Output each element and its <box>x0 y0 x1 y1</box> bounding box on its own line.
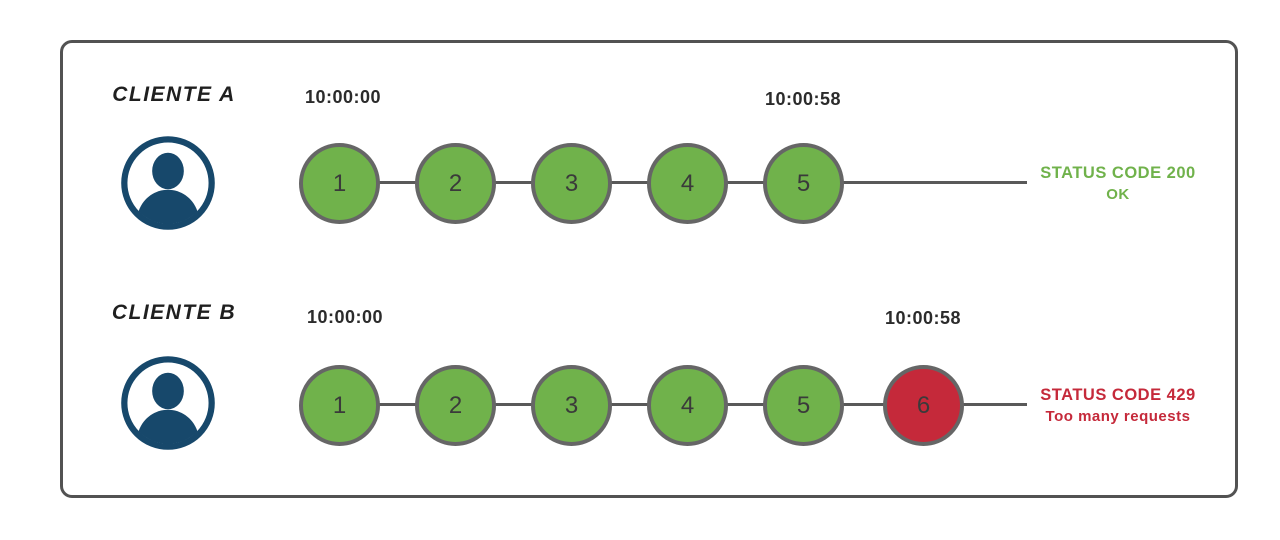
request-number: 1 <box>332 391 347 419</box>
client-b-end-timestamp: 10:00:58 <box>884 308 962 328</box>
request-circle: 1 <box>299 365 380 446</box>
client-a-status-code: STATUS CODE 200 <box>1040 164 1196 183</box>
request-circle: 5 <box>763 365 844 446</box>
request-number: 6 <box>916 391 931 419</box>
client-b-status-code: STATUS CODE 429 <box>1040 386 1196 405</box>
client-b-label: CLIENTE B <box>111 301 237 324</box>
client-a-label: CLIENTE A <box>112 83 236 106</box>
client-b-start-timestamp: 10:00:00 <box>306 307 384 327</box>
request-number: 3 <box>564 391 579 419</box>
client-b-status: STATUS CODE 429 Too many requests <box>1028 385 1208 427</box>
client-a-status: STATUS CODE 200 OK <box>1028 163 1208 205</box>
request-number: 5 <box>796 169 811 197</box>
request-circle: 2 <box>415 365 496 446</box>
client-b-user-icon <box>120 355 216 451</box>
request-number: 2 <box>448 391 463 419</box>
request-number: 5 <box>796 391 811 419</box>
request-circle: 6 <box>883 365 964 446</box>
request-number: 2 <box>448 169 463 197</box>
request-number: 4 <box>680 391 695 419</box>
request-circle: 4 <box>647 143 728 224</box>
request-circle: 3 <box>531 365 612 446</box>
request-number: 3 <box>564 169 579 197</box>
client-a-end-timestamp: 10:00:58 <box>764 89 842 109</box>
client-a-start-timestamp: 10:00:00 <box>304 87 382 107</box>
request-number: 1 <box>332 169 347 197</box>
request-circle: 4 <box>647 365 728 446</box>
request-circle: 2 <box>415 143 496 224</box>
client-a-status-message: OK <box>1106 185 1130 203</box>
request-circle: 1 <box>299 143 380 224</box>
client-a-user-icon <box>120 135 216 231</box>
client-b-status-message: Too many requests <box>1045 407 1191 425</box>
diagram-border-box: CLIENTE A 10:00:00 10:00:58 1 2 3 4 5 <box>60 40 1238 498</box>
request-circle: 3 <box>531 143 612 224</box>
request-number: 4 <box>680 169 695 197</box>
request-circle: 5 <box>763 143 844 224</box>
